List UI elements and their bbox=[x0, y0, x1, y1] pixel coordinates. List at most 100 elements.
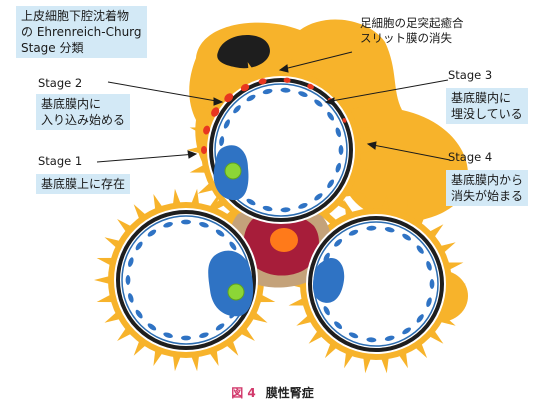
fenestration-upper bbox=[280, 87, 291, 93]
fenestration-right bbox=[402, 327, 411, 335]
fenestration-right bbox=[323, 252, 330, 262]
arrow-stage4 bbox=[367, 143, 451, 161]
top-annotation: 足細胞の足突起癒合 スリット膜の消失 bbox=[360, 16, 464, 46]
endothelial-nucleus-top bbox=[224, 162, 242, 180]
basement-membrane-right bbox=[308, 216, 444, 352]
mesangial-nucleus bbox=[270, 228, 298, 252]
arrowhead-top bbox=[278, 64, 289, 73]
fenestration-right bbox=[348, 229, 359, 236]
stage-3-desc-line-2: 埋没している bbox=[451, 107, 523, 121]
fenestration-upper bbox=[219, 136, 225, 147]
fenestration-left bbox=[181, 335, 191, 341]
stage-2-label: Stage 2 bbox=[38, 76, 83, 90]
top-annotation-line-1: 足細胞の足突起癒合 bbox=[360, 16, 464, 30]
fenestration-right bbox=[426, 261, 432, 271]
figure-title: 膜性腎症 bbox=[265, 386, 314, 400]
stage-3-desc: 基底膜内に 埋没している bbox=[446, 88, 528, 124]
fenestration-upper bbox=[233, 105, 241, 114]
stage-3-label: Stage 3 bbox=[448, 68, 493, 82]
fenestration-left bbox=[163, 222, 173, 228]
fenestration-upper bbox=[327, 111, 335, 121]
fenestration-upper bbox=[262, 88, 273, 95]
fenestration-right bbox=[334, 238, 343, 247]
fenestration-left bbox=[215, 229, 225, 237]
subepithelial-deposits bbox=[201, 77, 347, 154]
fenestration-right bbox=[384, 335, 395, 341]
immune-deposit bbox=[201, 146, 207, 154]
fenestration-right bbox=[402, 233, 411, 241]
stage-3-desc-line-1: 基底膜内に bbox=[451, 91, 512, 105]
immune-deposit bbox=[203, 125, 211, 135]
fenestration-upper bbox=[280, 207, 291, 213]
stage-4-desc-line-2: 消失が始まる bbox=[451, 189, 524, 203]
figure-caption: 図 4 膜性腎症 bbox=[0, 384, 545, 401]
fenestration-left bbox=[147, 323, 157, 331]
arrow-stage1 bbox=[96, 153, 197, 163]
arrow-stage3 bbox=[325, 79, 449, 103]
arrow-top bbox=[279, 51, 353, 71]
stage-2-desc-line-1: 基底膜内に bbox=[41, 97, 102, 111]
fenestration-left bbox=[199, 332, 209, 338]
fenestration-upper bbox=[338, 145, 344, 155]
fenestration-left bbox=[163, 332, 173, 338]
fenestration-right bbox=[348, 332, 359, 339]
fenestration-upper bbox=[327, 179, 335, 189]
immune-deposit bbox=[258, 78, 267, 85]
immune-deposit bbox=[240, 83, 250, 92]
immune-deposit bbox=[224, 93, 234, 103]
fenestration-upper bbox=[335, 127, 342, 138]
top-annotation-line-2: スリット膜の消失 bbox=[360, 31, 452, 45]
fenestration-left bbox=[135, 309, 143, 319]
podocyte-nucleus bbox=[217, 34, 270, 69]
classification-box: 上皮細胞下腔沈着物 の Ehrenreich-Churg Stage 分類 bbox=[16, 6, 147, 58]
fenestration-left bbox=[125, 275, 131, 285]
arrow-stage2 bbox=[107, 81, 223, 103]
fenestration-upper bbox=[223, 119, 230, 129]
fenestration-right bbox=[426, 297, 432, 307]
arrowhead-stage1 bbox=[187, 150, 198, 159]
fenestration-left bbox=[229, 241, 237, 251]
classification-line-2: の Ehrenreich-Churg bbox=[21, 25, 142, 39]
fenestration-right bbox=[366, 225, 377, 231]
stage-4-label: Stage 4 bbox=[448, 150, 493, 164]
fenestration-left bbox=[128, 293, 134, 303]
basement-membrane-left bbox=[116, 210, 256, 350]
stage-1-label: Stage 1 bbox=[38, 154, 83, 168]
endothelial-cell-left bbox=[208, 250, 254, 317]
immune-deposit bbox=[342, 117, 347, 123]
fenestration-upper bbox=[246, 198, 256, 206]
immune-deposit bbox=[211, 107, 220, 117]
stage-2-desc: 基底膜内に 入り込み始める bbox=[36, 94, 131, 130]
fenestration-upper bbox=[314, 193, 323, 201]
stage-1-desc: 基底膜上に存在 bbox=[36, 174, 131, 194]
fenestration-upper bbox=[298, 91, 308, 97]
fenestration-right bbox=[384, 227, 395, 233]
fenestration-left bbox=[215, 323, 225, 331]
endothelial-nucleus-left bbox=[227, 283, 245, 301]
fenestration-right bbox=[366, 337, 377, 343]
annotation-arrows bbox=[96, 51, 451, 163]
arrowhead-stage4 bbox=[366, 141, 377, 150]
stage-2-desc-line-2: 入り込み始める bbox=[41, 113, 126, 127]
classification-line-3: Stage 分類 bbox=[21, 41, 84, 55]
fenestration-left bbox=[128, 257, 134, 267]
fenestration-right bbox=[416, 314, 424, 323]
basement-membrane-upper bbox=[209, 78, 353, 222]
fenestration-right bbox=[429, 279, 435, 289]
fenestration-right bbox=[416, 245, 424, 254]
fenestration-right bbox=[323, 306, 330, 316]
stage-1-desc-line-1: 基底膜上に存在 bbox=[41, 177, 126, 191]
stage-4-desc-line-1: 基底膜内から bbox=[451, 173, 524, 187]
fenestration-left bbox=[181, 219, 191, 225]
fenestration-right bbox=[334, 321, 343, 330]
figure-number: 図 4 bbox=[231, 386, 256, 400]
fenestration-left bbox=[147, 229, 157, 237]
fenestration-left bbox=[199, 222, 209, 228]
arrowhead-stage2 bbox=[213, 97, 224, 106]
arrowhead-stage3 bbox=[324, 97, 335, 106]
fenestration-left bbox=[135, 241, 143, 251]
fenestration-upper bbox=[335, 162, 342, 173]
endothelial-cell-right bbox=[312, 258, 345, 303]
fenestration-upper bbox=[314, 99, 323, 107]
